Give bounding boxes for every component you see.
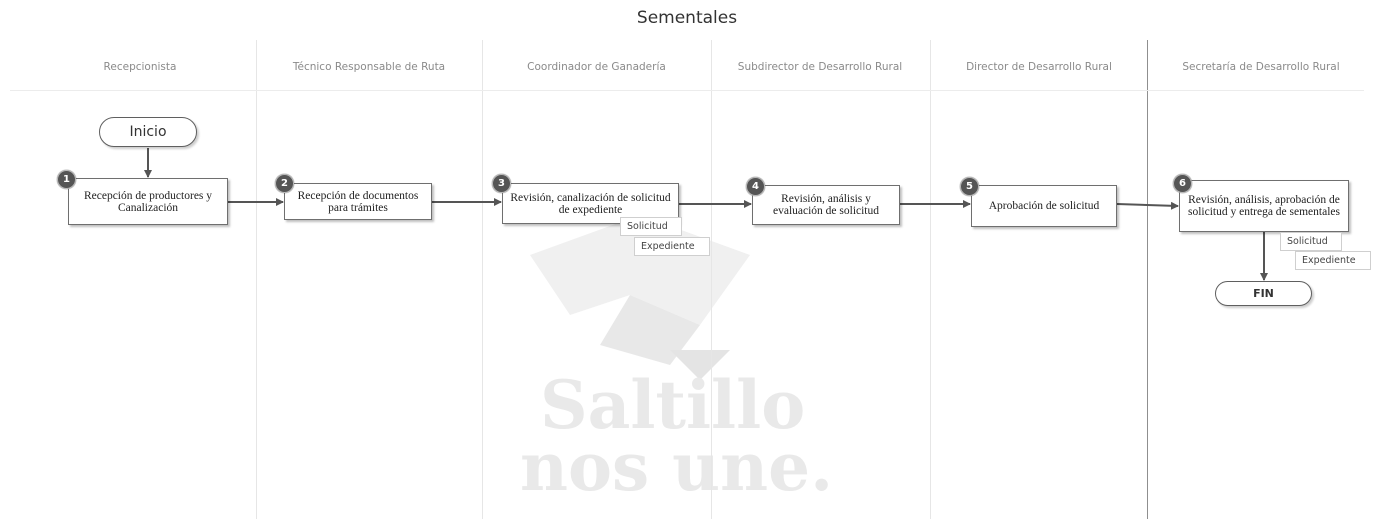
lane-divider: [930, 40, 931, 519]
diagram-title: Sementales: [636, 8, 738, 28]
document-solicitud: Solicitud: [620, 217, 682, 236]
step-3-badge: 3: [492, 174, 511, 193]
arrow-5-to-6: [1116, 201, 1179, 210]
lane-header-subdirector: Subdirector de Desarrollo Rural: [737, 60, 903, 73]
step-5-badge: 5: [960, 177, 979, 196]
lane-divider: [1147, 40, 1148, 519]
step-6-box: Revisión, análisis, aprobación de solici…: [1179, 180, 1349, 232]
step-4-box: Revisión, análisis y evaluación de solic…: [752, 185, 900, 225]
step-1-badge: 1: [57, 170, 76, 189]
start-terminal: Inicio: [99, 117, 197, 147]
step-2-badge: 2: [275, 174, 294, 193]
document-expediente: Expediente: [1295, 251, 1371, 270]
step-1-box: Recepción de productores y Canalización: [68, 178, 228, 225]
watermark-line1: Saltillo: [540, 366, 806, 444]
header-divider: [10, 90, 1364, 91]
document-solicitud: Solicitud: [1280, 232, 1342, 251]
end-terminal: FIN: [1215, 281, 1312, 306]
lane-header-director: Director de Desarrollo Rural: [966, 60, 1112, 73]
lane-divider: [256, 40, 257, 519]
step-5-box: Aprobación de solicitud: [971, 185, 1117, 227]
lane-header-tecnico: Técnico Responsable de Ruta: [292, 60, 446, 73]
step-2-box: Recepción de documentos para trámites: [284, 183, 432, 220]
lane-divider: [711, 40, 712, 519]
document-expediente: Expediente: [634, 237, 710, 256]
lane-header-recepcionista: Recepcionista: [103, 60, 177, 73]
step-4-badge: 4: [746, 177, 765, 196]
step-6-badge: 6: [1173, 174, 1192, 193]
watermark-line2: nos une.: [520, 428, 834, 506]
lane-divider: [482, 40, 483, 519]
lane-header-secretaria: Secretaría de Desarrollo Rural: [1182, 60, 1340, 73]
lane-header-coordinador: Coordinador de Ganadería: [527, 60, 666, 73]
